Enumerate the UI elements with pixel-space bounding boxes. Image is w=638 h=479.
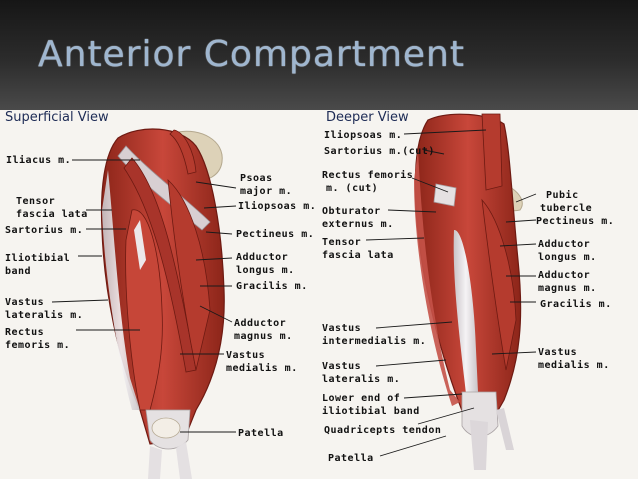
label-deeper-adductor-magnus-line2: magnus m. <box>538 283 597 294</box>
label-vastus-lateralis-line1: Vastus <box>5 297 45 308</box>
label-iliopsoas: Iliopsoas m. <box>238 201 317 212</box>
label-tensor-line2: fascia lata <box>16 209 88 220</box>
label-deeper-tensor-line2: fascia lata <box>322 250 394 261</box>
label-obturator-line2: externus m. <box>322 219 394 230</box>
superficial-leader-lines <box>51 159 237 433</box>
label-vastus-lateralis-line2: lateralis m. <box>5 310 84 321</box>
label-lower-end-line2: iliotibial band <box>322 406 420 417</box>
slide-title: Anterior Compartment <box>38 34 465 75</box>
superficial-thigh-drawing <box>100 128 225 479</box>
label-rectus-femoris-line1: Rectus <box>5 327 45 338</box>
title-bar: Anterior Compartment <box>0 0 638 110</box>
label-rectus-femoris-cut: Rectus femoris m. (cut) <box>322 169 413 195</box>
label-deeper-vastus-lateralis-line1: Vastus <box>322 361 362 372</box>
label-deeper-vastus-lateralis: Vastus lateralis m. <box>322 360 400 386</box>
label-adductor-longus-line2: longus m. <box>236 265 295 276</box>
label-adductor-longus-line1: Adductor <box>236 252 289 263</box>
label-deeper-gracilis: Gracilis m. <box>540 299 612 310</box>
label-psoas-line2: major m. <box>240 186 293 197</box>
label-deeper-adductor-magnus-line1: Adductor <box>538 270 591 281</box>
label-deeper-vastus-medialis-line1: Vastus <box>538 347 578 358</box>
label-psoas-major: Psoas major m. <box>240 172 292 198</box>
label-adductor-magnus-line2: magnus m. <box>234 331 293 342</box>
label-deeper-tensor-line1: Tensor <box>322 237 362 248</box>
label-vastus-medialis-line2: medialis m. <box>226 363 298 374</box>
thigh-muscles-illustration <box>51 113 537 479</box>
label-sartorius: Sartorius m. <box>5 225 84 236</box>
label-deeper-adductor-longus: Adductor longus m. <box>538 238 597 264</box>
label-psoas-line1: Psoas <box>240 173 273 184</box>
label-deeper-vastus-medialis: Vastus medialis m. <box>538 346 610 372</box>
label-deeper-adductor-magnus: Adductor magnus m. <box>538 269 597 295</box>
label-vastus-lateralis: Vastus lateralis m. <box>5 296 83 322</box>
label-rectus-femoris-cut-line1: Rectus femoris <box>322 170 414 181</box>
label-pubic-tubercle: Pubic tubercle <box>540 189 592 215</box>
deeper-thigh-drawing <box>414 113 523 470</box>
label-iliotibial-line1: Iliotibial <box>5 253 71 264</box>
label-iliotibial-band: Iliotibial band <box>5 252 70 278</box>
label-gracilis: Gracilis m. <box>236 281 308 292</box>
label-deeper-vastus-lateralis-line2: lateralis m. <box>322 374 401 385</box>
label-tensor-line1: Tensor <box>16 196 56 207</box>
label-deeper-vastus-medialis-line2: medialis m. <box>538 360 610 371</box>
label-iliacus: Iliacus m. <box>6 155 72 166</box>
label-deeper-adductor-longus-line1: Adductor <box>538 239 591 250</box>
label-pubic-line2: tubercle <box>540 203 593 214</box>
label-lower-end-iliotibial: Lower end of iliotibial band <box>322 392 420 418</box>
label-tensor-fascia-lata: Tensor fascia lata <box>16 195 88 221</box>
label-rectus-femoris: Rectus femoris m. <box>5 326 70 352</box>
label-deeper-pectineus: Pectineus m. <box>536 216 615 227</box>
label-deeper-adductor-longus-line2: longus m. <box>538 252 597 263</box>
superficial-view-heading: Superficial View <box>5 110 109 125</box>
label-adductor-longus: Adductor longus m. <box>236 251 295 277</box>
label-rectus-femoris-line2: femoris m. <box>5 340 71 351</box>
label-adductor-magnus: Adductor magnus m. <box>234 317 293 343</box>
label-iliotibial-line2: band <box>5 266 32 277</box>
label-vastus-intermedialis-line2: intermedialis m. <box>322 336 427 347</box>
label-vastus-intermedialis-line1: Vastus <box>322 323 362 334</box>
label-lower-end-line1: Lower end of <box>322 393 401 404</box>
label-sartorius-cut: Sartorius m.(cut) <box>324 146 435 157</box>
deeper-leader-lines <box>365 129 537 457</box>
label-pubic-line1: Pubic <box>546 190 579 201</box>
label-vastus-intermedialis: Vastus intermedialis m. <box>322 322 426 348</box>
deeper-view-heading: Deeper View <box>326 110 409 125</box>
label-vastus-medialis: Vastus medialis m. <box>226 349 298 375</box>
label-rectus-femoris-cut-line2: m. (cut) <box>326 183 379 194</box>
label-patella-superficial: Patella <box>238 428 284 439</box>
label-obturator-line1: Obturator <box>322 206 381 217</box>
label-vastus-medialis-line1: Vastus <box>226 350 266 361</box>
label-quadriceps-tendon: Quadricepts tendon <box>324 425 442 436</box>
label-patella-deeper: Patella <box>328 453 374 464</box>
label-deeper-tensor: Tensor fascia lata <box>322 236 394 262</box>
label-pectineus: Pectineus m. <box>236 229 315 240</box>
label-deeper-iliopsoas: Iliopsoas m. <box>324 130 403 141</box>
label-adductor-magnus-line1: Adductor <box>234 318 287 329</box>
label-obturator-externus: Obturator externus m. <box>322 205 394 231</box>
